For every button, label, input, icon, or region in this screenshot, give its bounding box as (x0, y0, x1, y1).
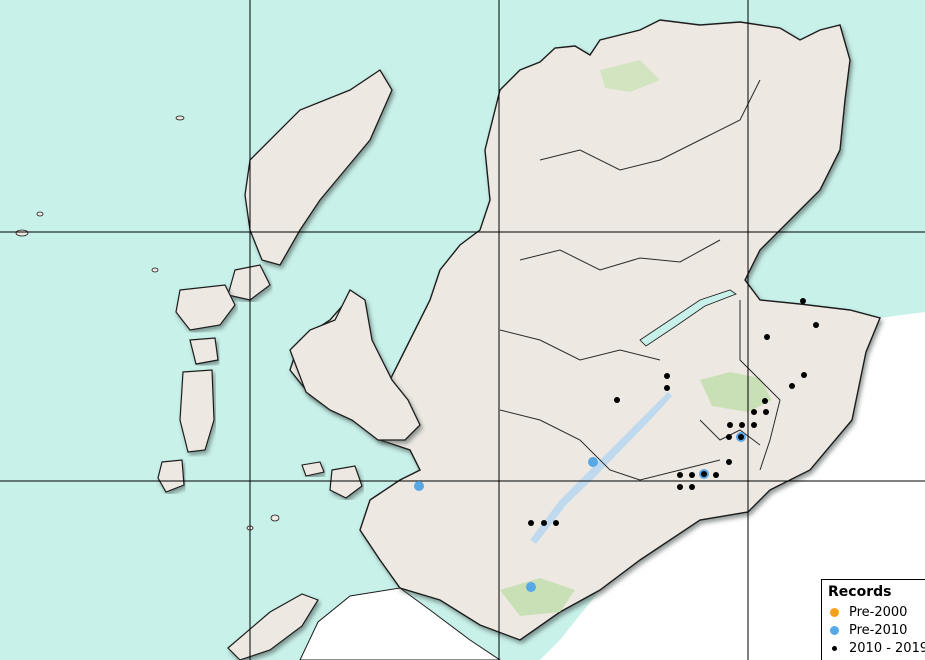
legend-item-pre-2010: Pre-2010 (828, 621, 924, 639)
orange-dot-icon (830, 607, 839, 617)
record-pre-2010-marker[interactable] (414, 481, 424, 491)
record-2010-2019-marker[interactable] (553, 520, 559, 526)
record-2010-2019-marker[interactable] (801, 372, 807, 378)
island-harris-south (227, 264, 271, 301)
island-eigg (301, 461, 325, 477)
record-2010-2019-marker[interactable] (701, 471, 707, 477)
record-2010-2019-marker[interactable] (614, 397, 620, 403)
record-2010-2019-marker[interactable] (764, 334, 770, 340)
legend-title: Records (828, 584, 892, 600)
island-skye (289, 289, 421, 441)
record-2010-2019-marker[interactable] (664, 385, 670, 391)
record-2010-2019-marker[interactable] (677, 484, 683, 490)
legend-label: Pre-2000 (849, 604, 908, 620)
record-2010-2019-marker[interactable] (677, 472, 683, 478)
legend-label: Pre-2010 (849, 622, 908, 638)
woodland-patch (700, 372, 772, 412)
legend-item-2010-2019: 2010 - 2019 (828, 639, 925, 657)
loch-ness (530, 392, 672, 544)
record-pre-2010-marker[interactable] (526, 582, 536, 592)
record-2010-2019-marker[interactable] (813, 322, 819, 328)
record-2010-2019-marker[interactable] (751, 422, 757, 428)
record-pre-2010-marker[interactable] (588, 457, 598, 467)
record-2010-2019-marker[interactable] (541, 520, 547, 526)
woodland-patch-cairngorm (500, 578, 575, 616)
record-2010-2019-marker[interactable] (689, 484, 695, 490)
record-2010-2019-marker[interactable] (763, 409, 769, 415)
record-2010-2019-marker[interactable] (713, 472, 719, 478)
record-2010-2019-marker[interactable] (762, 398, 768, 404)
record-2010-2019-marker[interactable] (726, 459, 732, 465)
island-barra (157, 459, 185, 493)
outside-area-southeast (540, 312, 925, 660)
island-south-uist (179, 369, 215, 453)
island-north-uist (175, 284, 236, 331)
woodland-patch-north (600, 60, 660, 92)
blue-dot-icon (830, 625, 839, 635)
map-legend: Records Pre-2000 Pre-2010 2010 - 2019 (821, 579, 925, 660)
island-lewis (244, 69, 393, 266)
island-rum (329, 465, 363, 499)
record-2010-2019-marker[interactable] (739, 422, 745, 428)
records-2010-2019 (528, 298, 819, 526)
record-2010-2019-marker[interactable] (751, 409, 757, 415)
black-dot-icon (832, 645, 837, 651)
record-2010-2019-marker[interactable] (727, 422, 733, 428)
legend-item-pre-2000: Pre-2000 (828, 603, 924, 621)
firth-inlet (639, 289, 737, 347)
outside-area-southwest (299, 587, 501, 660)
island-benbecula (189, 337, 219, 365)
legend-label: 2010 - 2019 (849, 640, 925, 656)
record-2010-2019-marker[interactable] (800, 298, 806, 304)
admin-boundaries (499, 79, 781, 481)
record-2010-2019-marker[interactable] (738, 434, 744, 440)
record-2010-2019-marker[interactable] (689, 472, 695, 478)
record-2010-2019-marker[interactable] (664, 373, 670, 379)
record-2010-2019-marker[interactable] (528, 520, 534, 526)
record-2010-2019-marker[interactable] (726, 434, 732, 440)
record-2010-2019-marker[interactable] (789, 383, 795, 389)
